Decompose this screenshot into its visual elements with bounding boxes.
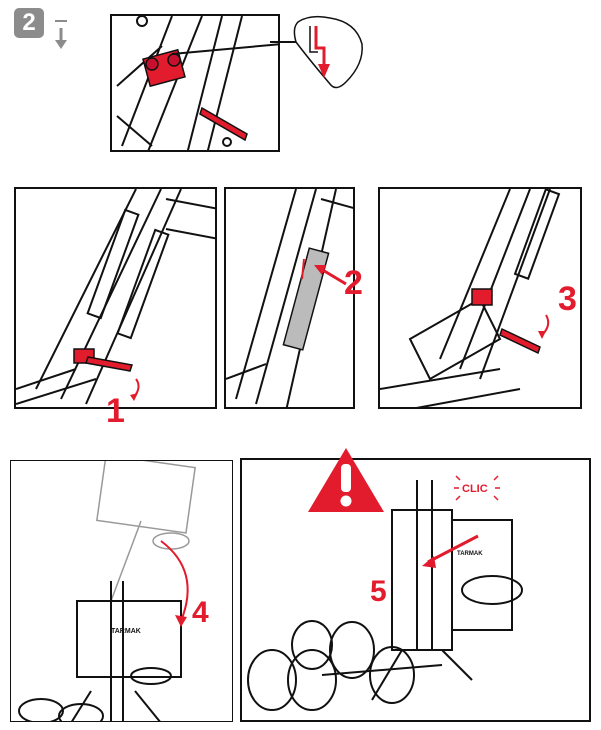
warning-icon — [308, 448, 384, 512]
lock-hook-icon — [293, 15, 363, 89]
lock-handle-illustration — [380, 189, 561, 407]
step-3-label: 3 — [558, 280, 577, 318]
step-4-panel: TARMAK — [10, 460, 233, 722]
slide-sleeve-illustration — [226, 189, 353, 407]
step-3-panel — [378, 187, 582, 409]
release-handle-illustration — [16, 189, 215, 405]
callout-line — [270, 41, 300, 43]
step-2-label: 2 — [344, 264, 363, 302]
clic-label: CLIC — [462, 483, 488, 495]
step-4-label: 4 — [192, 596, 209, 629]
brand-label-4: TARMAK — [111, 628, 141, 635]
step-5-panel: TARMAK — [240, 458, 591, 722]
locked-stand-illustration: TARMAK — [247, 480, 523, 711]
brand-label-5: TARMAK — [457, 551, 483, 557]
fold-hoop-illustration: TARMAK — [18, 461, 197, 721]
step-2-panel — [224, 187, 355, 409]
step-number-badge: 2 — [14, 8, 44, 38]
step-1-label: 1 — [106, 392, 125, 430]
step-5-label: 5 — [370, 575, 387, 608]
arrow-down-icon — [55, 20, 67, 49]
step-1-panel — [14, 187, 217, 409]
clic-sparks-icon — [454, 475, 500, 501]
detail-lock-panel — [110, 14, 280, 152]
pole-lock-illustration — [116, 16, 278, 150]
